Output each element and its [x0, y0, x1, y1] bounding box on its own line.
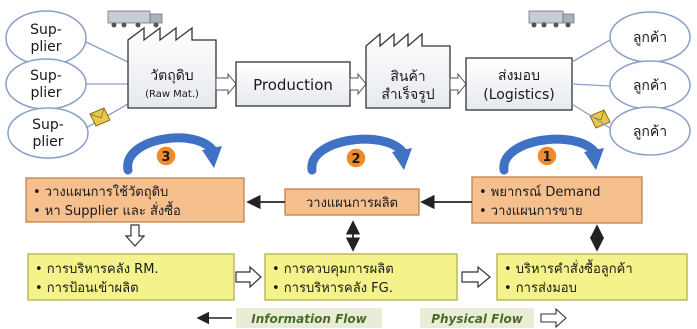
physical-flow-arrow: [235, 265, 262, 289]
physical-flow-swatch: [420, 308, 534, 328]
customer-1: ลูกค้า: [609, 11, 691, 63]
customer-3: ลูกค้า: [609, 106, 691, 156]
raw-label: วัตถุดิบ: [150, 68, 193, 84]
supplier-3-label-b: plier: [32, 134, 63, 150]
down-hollow-arrow: [124, 224, 146, 247]
customer-3-label: ลูกค้า: [633, 124, 667, 140]
materials-planning-line-2: • หา Supplier และ สั่งซื้อ: [33, 201, 181, 219]
information-flow-label: Information Flow: [251, 312, 367, 326]
supplier-3-label-a: Sup-: [32, 117, 64, 133]
information-flow-swatch: [236, 308, 382, 328]
fg-management-line-2: • การบริหารคลัง FG.: [272, 281, 393, 296]
materials-planning-box: • วางแผนการใช้วัตถุดิบ • หา Supplier และ…: [25, 177, 245, 223]
customer-2: ลูกค้า: [609, 60, 691, 110]
cycle-arrow-2: 2: [307, 134, 412, 175]
customer-1-label: ลูกค้า: [633, 30, 667, 46]
flow-arrow: [349, 72, 367, 96]
demand-planning-line-1: • พยากรณ์ Demand: [479, 184, 600, 200]
logistics-label: ส่งมอบ: [498, 68, 540, 84]
production-planning-label: วางแผนการผลิต: [306, 196, 398, 211]
supplier-1-label-a: Sup-: [30, 22, 62, 38]
demand-planning-box: • พยากรณ์ Demand • วางแผนการขาย: [471, 176, 643, 224]
physical-flow-arrow: [461, 265, 491, 289]
stage-raw-material: วัตถุดิบ (Raw Mat.): [127, 26, 217, 109]
supplier-1: Sup- plier: [5, 10, 87, 66]
order-management-line-2: • การส่งมอบ: [504, 281, 577, 296]
physical-flow-legend-arrow: [540, 307, 567, 329]
materials-planning-line-1: • วางแผนการใช้วัตถุดิบ: [33, 184, 168, 200]
stage-finished-goods: สินค้า สำเร็จรูป: [365, 32, 451, 109]
supplier-2-label-b: plier: [30, 85, 61, 101]
order-management-box: • บริหารคำสั่งซื้อลูกค้า • การส่งมอบ: [496, 253, 688, 301]
fg-management-line-1: • การควบคุมการผลิต: [272, 262, 394, 277]
rm-management-line-1: • การบริหารคลัง RM.: [35, 262, 159, 277]
flow-arrow: [449, 72, 467, 96]
truck-icon: [107, 10, 163, 28]
flow-arrow: [215, 72, 237, 96]
envelope-icon: [589, 109, 611, 129]
cycle-arrow-1: 1: [499, 134, 604, 175]
customer-connectors: [571, 39, 611, 129]
physical-flow-label: Physical Flow: [431, 312, 523, 326]
envelope-icon: [89, 107, 111, 127]
fg-management-box: • การควบคุมการผลิต • การบริหารคลัง FG.: [264, 253, 458, 301]
production-label: Production: [253, 76, 333, 94]
truck-icon: [528, 10, 575, 28]
cycle-arrow-3: 3: [123, 133, 222, 175]
order-management-line-1: • บริหารคำสั่งซื้อลูกค้า: [504, 259, 633, 277]
step-number-2: 2: [351, 152, 360, 167]
production-planning-box: วางแผนการผลิต: [284, 188, 420, 216]
supplier-2: Sup- plier: [5, 58, 87, 110]
supplier-1-label-b: plier: [30, 39, 61, 55]
stage-production: Production: [235, 61, 351, 107]
finished-sublabel: สำเร็จรูป: [381, 85, 434, 103]
stage-logistics: ส่งมอบ (Logistics): [465, 57, 573, 111]
bidirectional-arrow: [345, 220, 605, 252]
customer-2-label: ลูกค้า: [633, 78, 667, 94]
demand-planning-line-2: • วางแผนการขาย: [479, 204, 583, 219]
rm-management-line-2: • การป้อนเข้าผลิต: [35, 281, 139, 296]
finished-label: สินค้า: [390, 69, 425, 85]
supplier-3: Sup- plier: [7, 107, 89, 159]
raw-sublabel: (Raw Mat.): [145, 89, 199, 100]
logistics-sublabel: (Logistics): [483, 87, 554, 103]
supplier-2-label-a: Sup-: [30, 68, 62, 84]
rm-management-box: • การบริหารคลัง RM. • การป้อนเข้าผลิต: [27, 253, 235, 301]
step-number-1: 1: [542, 150, 551, 165]
legend: Information Flow Physical Flow: [196, 307, 567, 329]
step-number-3: 3: [161, 150, 170, 165]
